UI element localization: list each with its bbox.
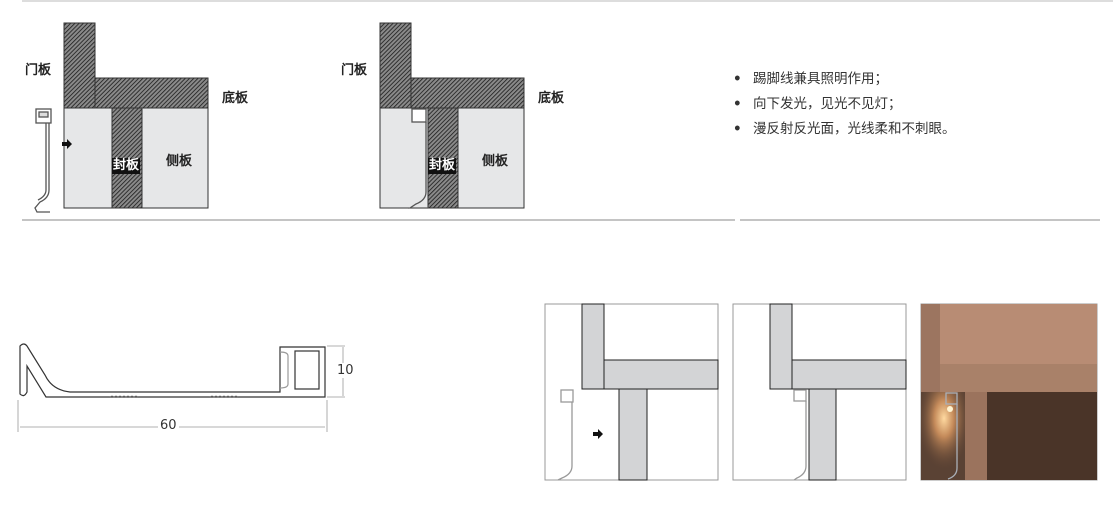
- feature-item: 向下发光，见光不见灯；: [733, 93, 956, 118]
- door-panel-label: 门板: [341, 63, 368, 78]
- profile-cross-section: [19, 343, 326, 398]
- install-diagram-a: [34, 22, 209, 213]
- feature-item: 踢脚线兼具照明作用；: [733, 68, 956, 93]
- side-panel-label: 侧板: [166, 154, 193, 169]
- arrow-icon: [593, 429, 603, 439]
- bottom-panel-label: 底板: [538, 91, 565, 106]
- feature-item: 漫反射反光面，光线柔和不刺眼。: [733, 118, 956, 143]
- arrow-icon: [62, 139, 72, 149]
- scene-panel-2: [732, 303, 907, 481]
- seal-panel-label: 封板: [428, 158, 457, 174]
- side-panel-label: 侧板: [482, 154, 509, 169]
- skirting-profile: [34, 108, 52, 213]
- door-panel-label: 门板: [25, 63, 52, 78]
- scene-photo: [920, 303, 1098, 481]
- seal-panel-label: 封板: [112, 158, 141, 174]
- scene-panel-1: [544, 303, 719, 481]
- skirting-profile: [407, 108, 428, 209]
- feature-list: 踢脚线兼具照明作用； 向下发光，见光不见灯； 漫反射反光面，光线柔和不刺眼。: [733, 68, 956, 143]
- install-diagram-b: [379, 22, 525, 209]
- height-dimension: 10: [335, 363, 356, 378]
- bottom-panel-label: 底板: [222, 91, 249, 106]
- width-dimension: 60: [158, 418, 179, 433]
